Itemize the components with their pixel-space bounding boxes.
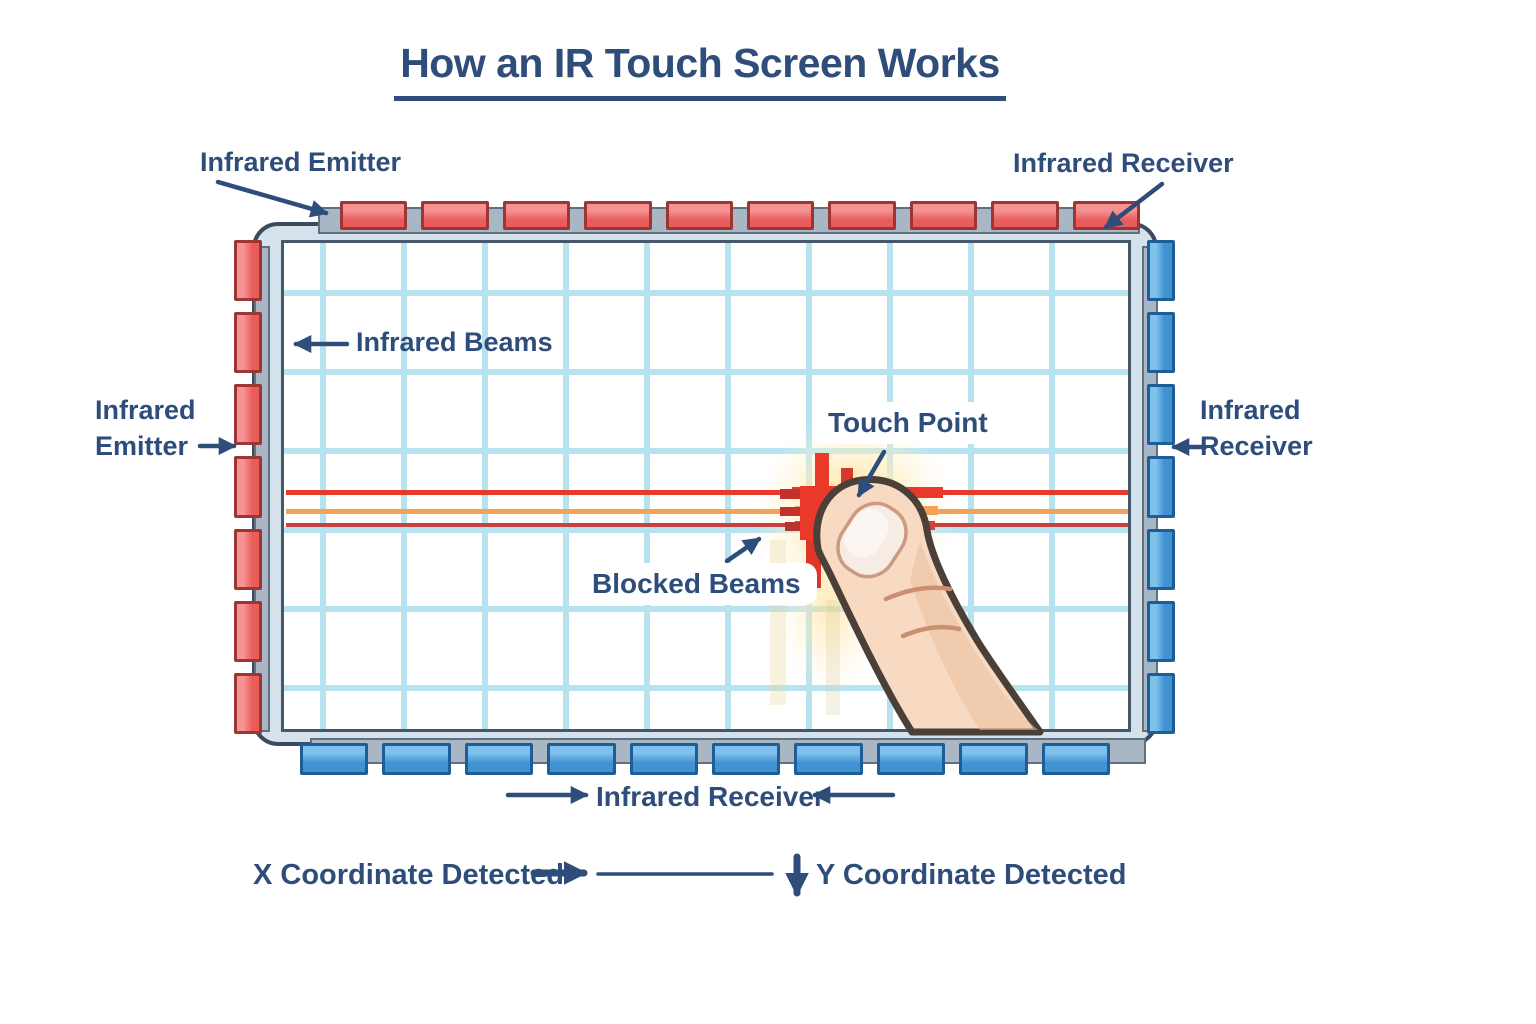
page-title: How an IR Touch Screen Works xyxy=(394,40,1006,101)
emitter-block xyxy=(234,456,262,518)
receiver-block xyxy=(1147,672,1175,734)
top-emitter-row xyxy=(340,201,1141,230)
emitter-block xyxy=(234,528,262,590)
receiver-block xyxy=(959,743,1028,775)
receiver-block xyxy=(794,743,863,775)
bottom-receiver-row xyxy=(300,743,1111,775)
receiver-block xyxy=(1041,743,1111,775)
receiver-block xyxy=(1147,384,1175,446)
receiver-block xyxy=(1147,240,1175,302)
top-receiver-label: Infrared Receiver xyxy=(1013,148,1234,178)
emitter-block xyxy=(234,240,262,302)
receiver-block xyxy=(300,743,369,775)
emitter-block xyxy=(502,201,571,230)
right-receiver-column xyxy=(1147,240,1175,734)
screen-area xyxy=(281,240,1131,732)
receiver-block xyxy=(629,743,699,775)
receiver-block xyxy=(1147,312,1175,374)
emitter-block xyxy=(909,201,978,230)
emitter-block xyxy=(1072,201,1141,230)
receiver-block xyxy=(547,743,616,775)
bottom-receiver-label: Infrared Receiver xyxy=(596,781,825,812)
emitter-block xyxy=(234,312,262,374)
emitter-block xyxy=(991,201,1059,230)
y-coordinate-label: Y Coordinate Detected xyxy=(816,859,1127,891)
x-coordinate-label: X Coordinate Detected xyxy=(253,859,564,891)
infrared-beams-label: Infrared Beams xyxy=(356,327,553,357)
emitter-block xyxy=(421,201,489,230)
left-emitter-label: Infrared Emitter xyxy=(95,395,196,462)
emitter-block xyxy=(665,201,734,230)
touch-point-label: Touch Point xyxy=(812,402,1004,444)
emitter-block xyxy=(234,672,262,734)
emitter-block xyxy=(234,600,262,662)
emitter-block xyxy=(584,201,652,230)
top-emitter-arrow xyxy=(215,179,329,218)
receiver-block xyxy=(464,743,534,775)
top-emitter-label: Infrared Emitter xyxy=(200,147,402,177)
receiver-block xyxy=(876,743,946,775)
receiver-block xyxy=(1147,456,1175,518)
right-receiver-label: Infrared Receiver xyxy=(1200,395,1313,462)
blocked-beams-label: Blocked Beams xyxy=(576,563,817,605)
diagram-title-wrap: How an IR Touch Screen Works xyxy=(0,40,1400,101)
coordinate-arrows xyxy=(530,853,809,897)
receiver-block xyxy=(382,743,451,775)
emitter-block xyxy=(234,384,262,446)
receiver-block xyxy=(1147,600,1175,662)
receiver-block xyxy=(1147,528,1175,590)
emitter-block xyxy=(828,201,896,230)
emitter-block xyxy=(340,201,408,230)
emitter-block xyxy=(747,201,815,230)
receiver-block xyxy=(712,743,781,775)
left-emitter-column xyxy=(234,240,262,734)
